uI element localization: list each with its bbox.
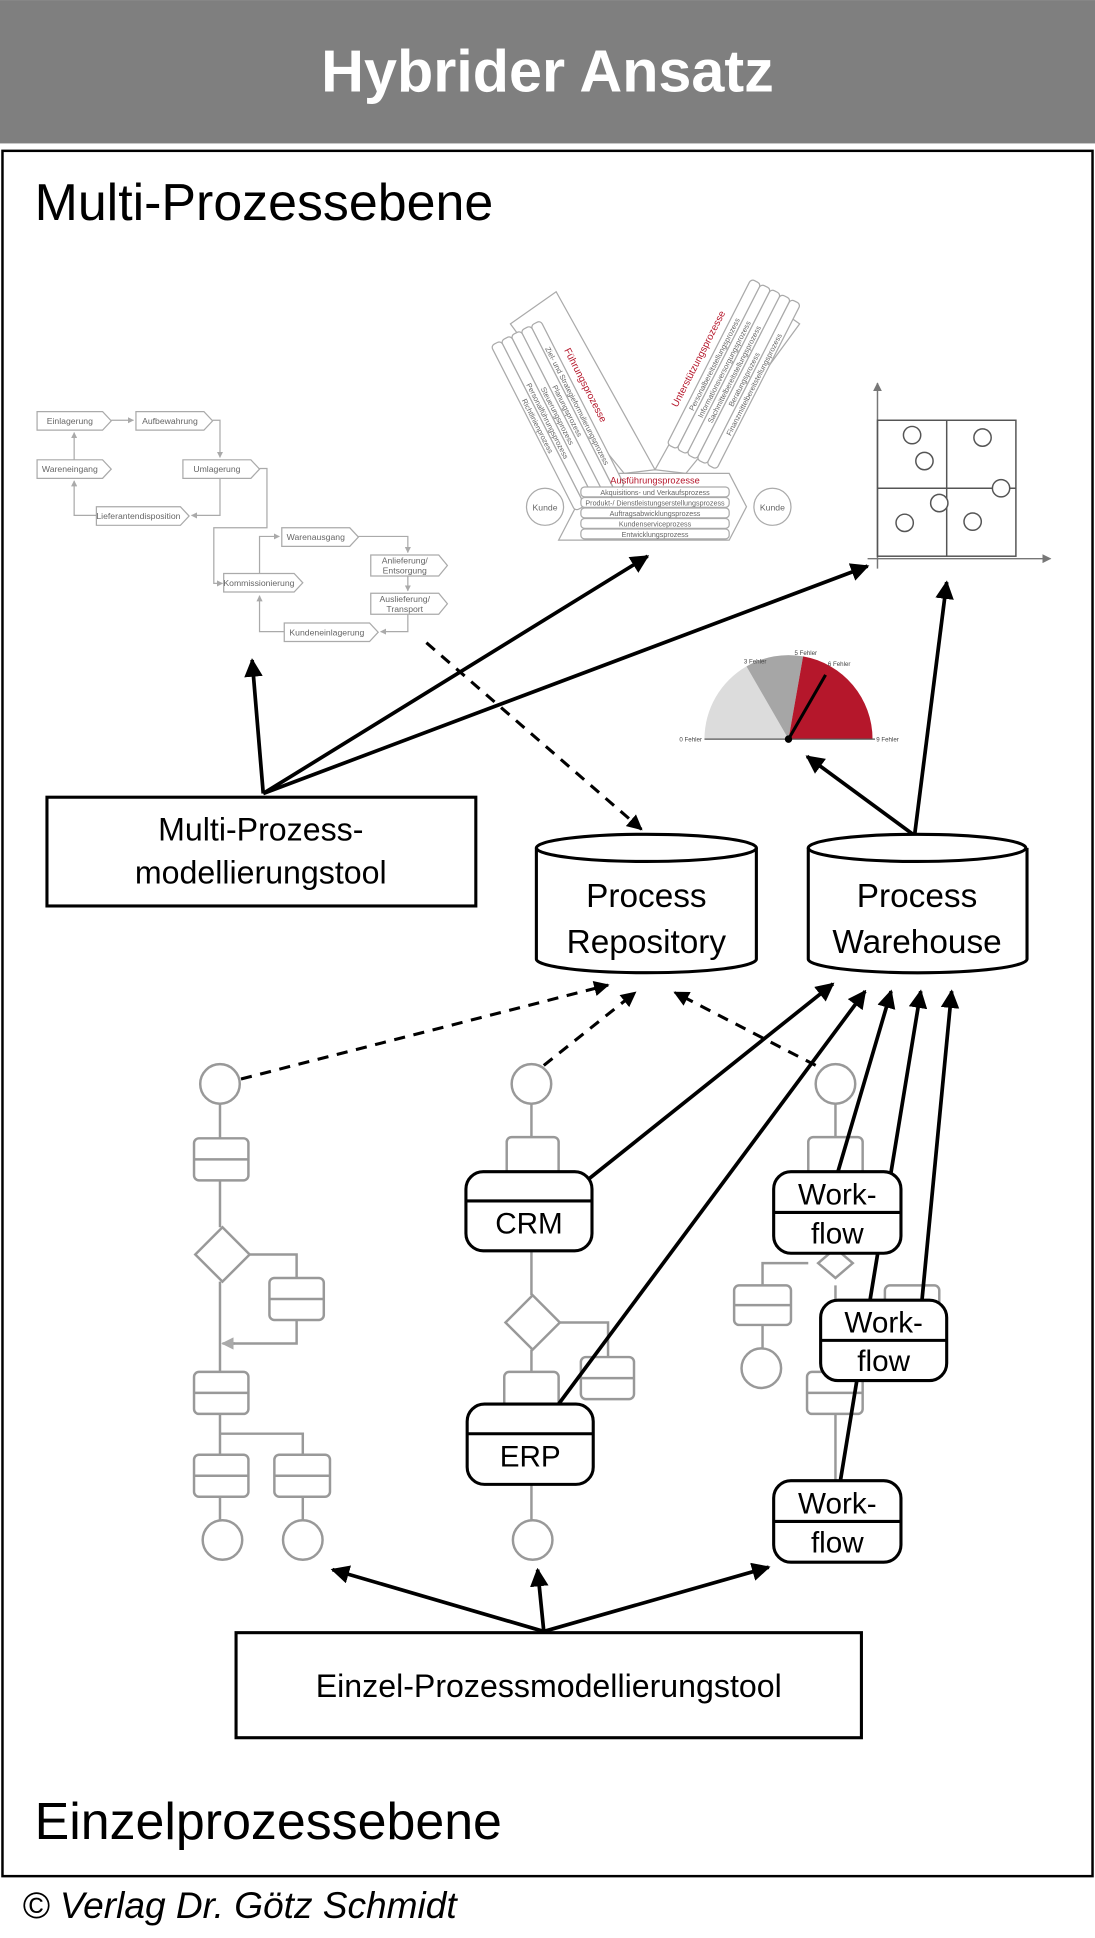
flow-node-label: Transport bbox=[386, 604, 423, 614]
gauge-label: 5 Fehler bbox=[795, 650, 818, 657]
wh-line2: Warehouse bbox=[832, 924, 1001, 961]
connection-arrows bbox=[240, 554, 960, 1634]
copyright: © Verlag Dr. Götz Schmidt bbox=[22, 1884, 458, 1926]
gauge-label: 0 Fehler bbox=[679, 737, 702, 744]
gauge-label: 9 Fehler bbox=[876, 737, 899, 744]
workflow-label-2: flow bbox=[857, 1345, 910, 1378]
flow-node-label: Warenausgang bbox=[287, 532, 345, 542]
flow-node bbox=[223, 572, 304, 593]
workflow-label-1: Work- bbox=[798, 1178, 877, 1211]
einzel-tool-label: Einzel-Prozessmodellierungstool bbox=[316, 1668, 782, 1704]
gauge-label: 6 Fehler bbox=[828, 661, 851, 668]
flow-node-label: Wareneingang bbox=[42, 464, 98, 474]
flow-node-label: Auslieferung/ bbox=[380, 594, 431, 604]
upper-level-label: Multi-Prozessebene bbox=[35, 173, 494, 231]
workflow-system-2[interactable]: Work-flow bbox=[819, 1298, 949, 1383]
gauge-band bbox=[788, 656, 873, 740]
repo-line1: Process bbox=[586, 878, 707, 915]
single-process-models bbox=[192, 1062, 941, 1561]
flow-node bbox=[36, 410, 113, 431]
lower-level-label: Einzelprozessebene bbox=[35, 1792, 502, 1850]
multi-tool-line1: Multi-Prozess- bbox=[158, 811, 363, 847]
flow-node bbox=[95, 506, 190, 526]
crm-system[interactable]: CRM bbox=[464, 1170, 594, 1253]
workflow-label-1: Work- bbox=[798, 1487, 877, 1520]
process-warehouse[interactable]: Process Warehouse bbox=[806, 832, 1029, 975]
process-label: Entwicklungsprozess bbox=[622, 531, 689, 539]
flow-node-label: Entsorgung bbox=[383, 566, 427, 576]
process-map: Führungsprozesse Ziel- und Strategieform… bbox=[491, 279, 801, 541]
flow-node bbox=[281, 527, 360, 547]
gauge-needle bbox=[787, 674, 827, 740]
process-strip bbox=[580, 517, 730, 530]
process-label: Kundenserviceprozess bbox=[619, 520, 692, 528]
ausfuehrung-title: Ausführungsprozesse bbox=[610, 475, 699, 485]
workflow-label-2: flow bbox=[811, 1217, 864, 1250]
process-repository[interactable]: Process Repository bbox=[534, 832, 758, 975]
gauge-label: 3 Fehler bbox=[744, 659, 767, 666]
gauge-band bbox=[746, 655, 804, 740]
flow-node bbox=[182, 459, 261, 479]
flow-node-label: Anlieferung/ bbox=[382, 556, 429, 566]
process-label: Akquisitions- und Verkaufsprozess bbox=[600, 489, 710, 497]
process-label: Auftragsabwicklungsprozess bbox=[610, 510, 701, 518]
gauge-band bbox=[704, 666, 789, 740]
gauge-hub bbox=[784, 735, 793, 743]
single-process-modeling-tool[interactable]: Einzel-Prozessmodellierungstool bbox=[234, 1631, 863, 1740]
page-title: Hybrider Ansatz bbox=[321, 38, 774, 105]
process-strip bbox=[580, 528, 730, 540]
error-gauge: 0 Fehler 3 Fehler 5 Fehler 6 Fehler 9 Fehler bbox=[679, 650, 898, 744]
flow-node-label: Kundeneinlagerung bbox=[289, 627, 364, 637]
flow-node bbox=[370, 592, 449, 615]
multi-process-modeling-tool[interactable]: Multi-Prozess- modellierungstool bbox=[45, 795, 478, 908]
flow-node bbox=[36, 459, 113, 479]
erp-system-label: ERP bbox=[500, 1441, 561, 1474]
flow-node bbox=[283, 622, 380, 643]
flow-node-label: Einlagerung bbox=[47, 416, 93, 426]
customer-left: Kunde bbox=[533, 502, 558, 512]
flow-node bbox=[135, 410, 214, 431]
process-strip bbox=[707, 299, 801, 469]
flow-node-label: Lieferantendisposition bbox=[96, 511, 180, 521]
workflow-system-3[interactable]: Work-flow bbox=[772, 1479, 903, 1564]
portfolio-matrix bbox=[867, 382, 1052, 569]
flow-node bbox=[370, 554, 449, 577]
customer-right: Kunde bbox=[760, 502, 785, 512]
workflow-label-1: Work- bbox=[844, 1306, 923, 1339]
flow-node-label: Umlagerung bbox=[193, 464, 240, 474]
workflow-system-1[interactable]: Work-flow bbox=[772, 1170, 903, 1255]
crm-system-label: CRM bbox=[495, 1207, 563, 1240]
diagram-frame bbox=[1, 149, 1094, 1878]
repo-line2: Repository bbox=[567, 924, 727, 961]
flow-node-label: Kommissionierung bbox=[223, 578, 294, 588]
workflow-label-2: flow bbox=[811, 1526, 864, 1559]
process-label: Produkt-/ Dienstleistungserstellungsproz… bbox=[585, 499, 725, 507]
multi-tool-line2: modellierungstool bbox=[135, 855, 387, 891]
erp-system[interactable]: ERP bbox=[465, 1402, 595, 1486]
flow-node-label: Aufbewahrung bbox=[142, 416, 198, 426]
process-strip bbox=[491, 341, 585, 511]
title-bar bbox=[0, 0, 1095, 144]
wh-line1: Process bbox=[857, 878, 978, 915]
